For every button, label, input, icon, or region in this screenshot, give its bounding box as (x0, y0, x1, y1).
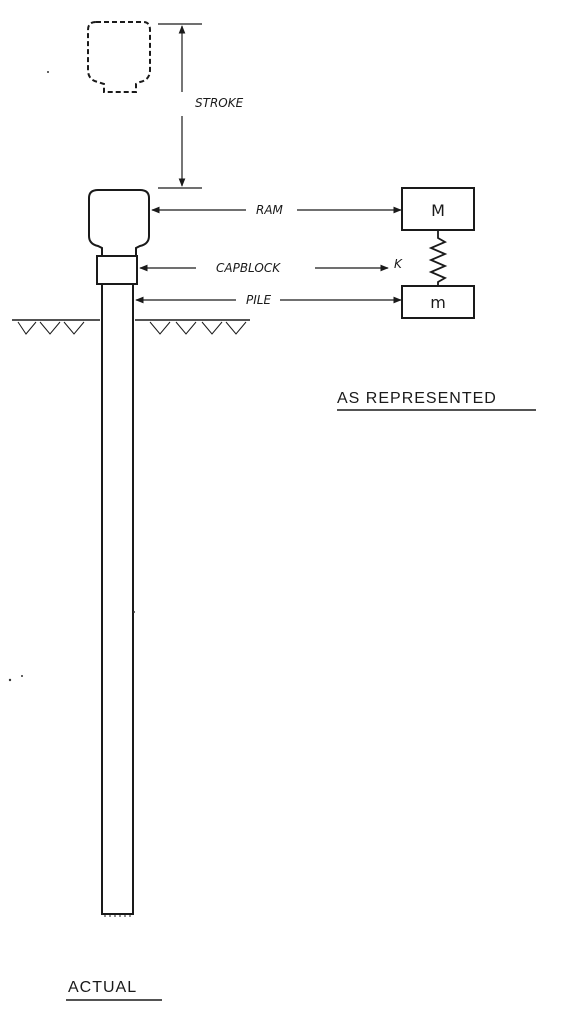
scan-speck (21, 675, 23, 677)
ram-mass-label: M (431, 201, 445, 220)
stroke-label: STROKE (195, 96, 244, 110)
actual-title: ACTUAL (68, 979, 137, 996)
scan-speck (8, 678, 12, 682)
capblock-label: CAPBLOCK (216, 261, 281, 275)
pile-mass-label: m (430, 293, 446, 312)
ram-label: RAM (256, 203, 284, 217)
ground-hatching-left (17, 321, 85, 335)
pile-body (101, 284, 134, 915)
spring-k-label: K (394, 257, 403, 271)
ground-hatching-right (149, 321, 247, 335)
scan-speck (47, 71, 49, 73)
pile-label: PILE (246, 293, 271, 307)
capblock-spring (428, 230, 448, 286)
ram-raised-outline (87, 21, 151, 93)
as-represented-title: AS REPRESENTED (337, 390, 497, 407)
capblock-block (96, 255, 138, 285)
pile-mass-box (401, 285, 475, 319)
ram-body (88, 189, 150, 257)
scan-speck (133, 611, 135, 613)
